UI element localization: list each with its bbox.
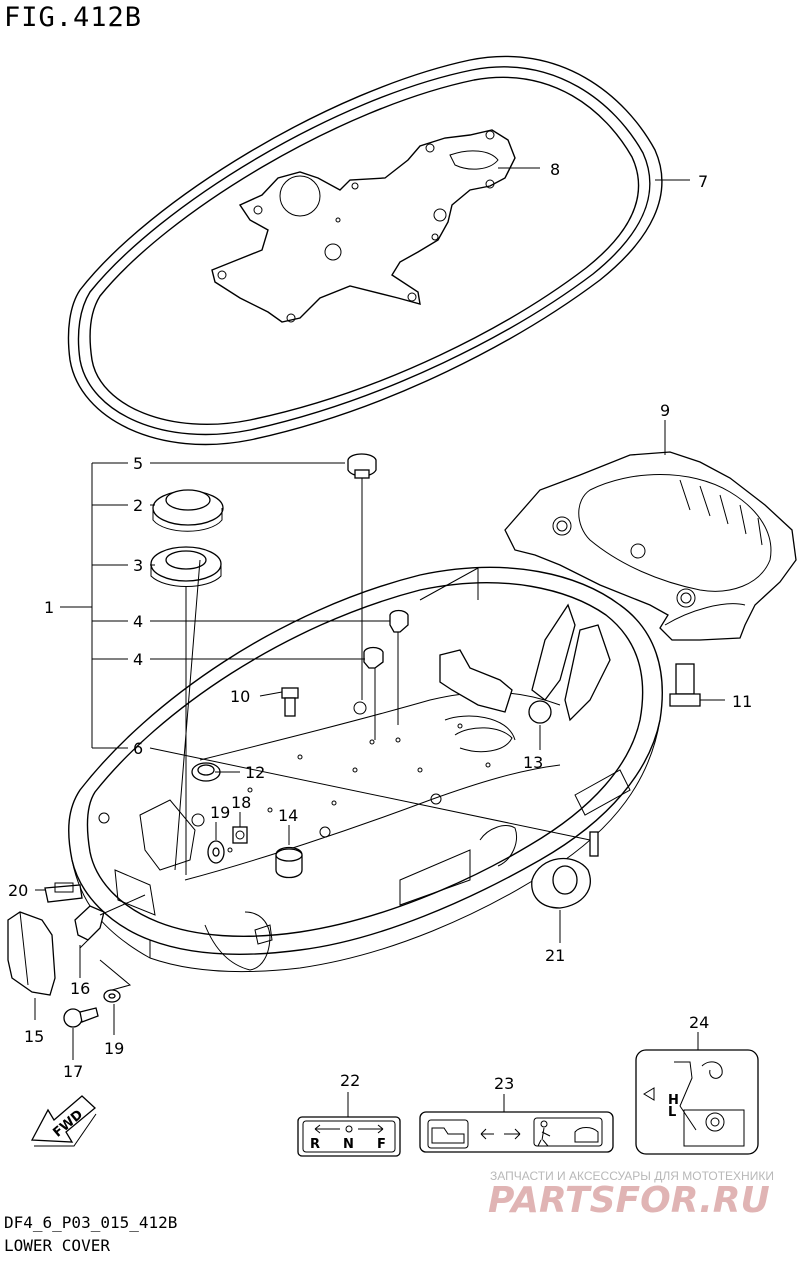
nut-18 [232, 826, 248, 844]
callout-5: 5 [133, 454, 143, 473]
cover-15 [7, 911, 56, 996]
lever-16 [74, 894, 146, 949]
grommet-12 [191, 762, 221, 782]
clip-20 [44, 882, 83, 903]
callout-6: 6 [133, 739, 143, 758]
callout-19a: 19 [210, 803, 230, 822]
grommet-21 [531, 857, 591, 909]
callout-24: 24 [689, 1013, 709, 1032]
callout-14: 14 [278, 806, 298, 825]
callout-2: 2 [133, 496, 143, 515]
washer-19b [103, 989, 121, 1003]
gear-n: N [343, 1137, 354, 1152]
bolt-10 [281, 687, 299, 717]
callout-17: 17 [63, 1062, 83, 1081]
grommet-3 [150, 546, 222, 587]
leader-lines [34, 167, 725, 1117]
seal-gasket-7 [67, 55, 663, 446]
fuel-label-23 [419, 1111, 614, 1153]
oil-level-label-24: H L [635, 1049, 759, 1155]
oil-level-l: L [668, 1105, 676, 1120]
plug-4b [363, 646, 384, 669]
callout-11: 11 [732, 692, 752, 711]
callout-20: 20 [8, 881, 28, 900]
callout-4a: 4 [133, 612, 143, 631]
callout-9: 9 [660, 401, 670, 420]
callout-7: 7 [698, 172, 708, 191]
figure-caption: LOWER COVER [4, 1236, 110, 1255]
callout-8: 8 [550, 160, 560, 179]
callout-21: 21 [545, 946, 565, 965]
callout-16: 16 [70, 979, 90, 998]
screw-17 [63, 1007, 99, 1028]
callout-13: 13 [523, 753, 543, 772]
watermark-site: PARTSFOR.RU [488, 1180, 770, 1221]
grommet-2 [152, 489, 224, 532]
gear-shift-label-22: R N F [297, 1116, 401, 1157]
callout-18: 18 [231, 793, 251, 812]
fwd-arrow: FWD [30, 1095, 97, 1147]
plug-4a [389, 609, 409, 633]
callout-15: 15 [24, 1027, 44, 1046]
callout-12: 12 [245, 763, 265, 782]
oil-level-h: H [668, 1093, 679, 1108]
gear-f: F [377, 1137, 386, 1152]
figure-code: DF4_6_P03_015_412B [4, 1213, 178, 1232]
screw-6 [589, 831, 599, 857]
bolt-11 [669, 663, 701, 707]
bushing-14 [275, 846, 303, 879]
callout-22: 22 [340, 1071, 360, 1090]
callout-10: 10 [230, 687, 250, 706]
bracket-13-area [439, 603, 611, 724]
callouts: 1 2 3 4 4 5 6 7 8 9 10 11 12 13 14 15 16… [8, 160, 752, 1093]
watermark-tagline: ЗАПЧАСТИ И АКСЕССУАРЫ ДЛЯ МОТОТЕХНИКИ [490, 1169, 774, 1183]
figure-title: FIG.412B [4, 2, 143, 33]
callout-23: 23 [494, 1074, 514, 1093]
callout-3: 3 [133, 556, 143, 575]
gear-r: R [310, 1137, 320, 1152]
carry-handle-9 [504, 451, 797, 641]
washer-19a [207, 840, 225, 864]
watermark: ЗАПЧАСТИ И АКСЕССУАРЫ ДЛЯ МОТОТЕХНИКИ PA… [488, 1169, 774, 1221]
callout-1: 1 [44, 598, 54, 617]
callout-19b: 19 [104, 1039, 124, 1058]
callout-4b: 4 [133, 650, 143, 669]
plug-5 [347, 453, 377, 479]
mounting-gasket-8 [211, 129, 516, 323]
lower-cover-body [68, 566, 663, 973]
